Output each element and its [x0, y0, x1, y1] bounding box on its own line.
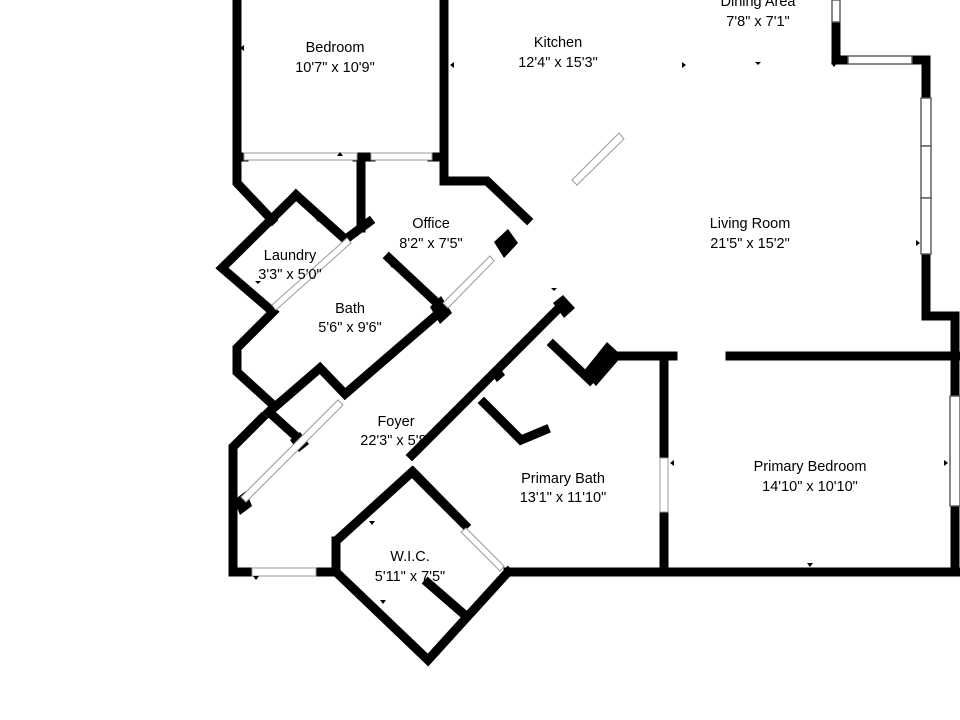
- room-labels: Bedroom 10'7" x 10'9" Kitchen 12'4" x 15…: [258, 0, 866, 585]
- room-dimensions: 7'8" x 7'1": [726, 14, 789, 30]
- marker: [380, 600, 386, 604]
- column-closet: [583, 342, 622, 386]
- wall-bedroom-east: [439, 0, 534, 226]
- wall-bath-north: [343, 215, 376, 243]
- marker: [253, 576, 259, 580]
- marker: [944, 460, 948, 466]
- marker: [831, 63, 837, 67]
- door-laundry-bath: [271, 237, 352, 311]
- room-dimensions: 13'1" x 11'10": [520, 490, 607, 506]
- marker: [916, 240, 920, 246]
- wall-bath-east-top: [382, 251, 444, 310]
- door-office-north: [370, 152, 433, 161]
- room-dimensions: 5'11" x 7'5": [375, 569, 445, 585]
- wall-dining-bay: [831, 17, 853, 65]
- column-office: [494, 229, 518, 258]
- room-name: Office: [412, 216, 450, 232]
- room-name: Living Room: [710, 216, 791, 232]
- wall-bedroom-west: [232, 0, 279, 227]
- room-dining-area: Dining Area 7'8" x 7'1": [721, 0, 797, 30]
- marker: [255, 281, 261, 284]
- marker: [440, 45, 444, 51]
- wall-laundry: [215, 188, 303, 409]
- wall-foyer-north-stub: [262, 405, 307, 447]
- walls: [215, 0, 960, 667]
- structural-blocks: [234, 229, 622, 515]
- room-name: Dining Area: [721, 0, 797, 10]
- marker: [682, 62, 686, 68]
- room-foyer: Foyer 22'3" x 5'8": [360, 414, 431, 449]
- marker: [369, 521, 375, 525]
- wall-laundry-top: [289, 188, 353, 247]
- marker: [315, 218, 321, 222]
- windows: [831, 0, 960, 507]
- marker: [831, 352, 837, 356]
- dimension-markers: [240, 45, 948, 604]
- room-name: Bedroom: [306, 40, 365, 56]
- marker: [670, 460, 674, 466]
- marker: [807, 356, 813, 360]
- door-office-living: [442, 255, 495, 309]
- room-name: Bath: [335, 301, 365, 317]
- column-foyer: [553, 295, 575, 318]
- room-dimensions: 14'10" x 10'10": [762, 479, 858, 495]
- room-name: Laundry: [264, 248, 317, 264]
- door-wic: [460, 527, 505, 572]
- wall-primary-bath-inner: [477, 396, 551, 446]
- wall-primary-bath-north: [546, 338, 597, 387]
- marker: [337, 152, 343, 156]
- door-front: [251, 567, 317, 577]
- wall-foyer-north: [262, 305, 447, 419]
- room-living-room: Living Room 21'5" x 15'2": [710, 216, 791, 252]
- marker: [389, 264, 395, 268]
- room-bath: Bath 5'6" x 9'6": [318, 301, 381, 336]
- marker: [240, 45, 244, 51]
- room-office: Office 8'2" x 7'5": [399, 216, 462, 252]
- room-dimensions: 22'3" x 5'8": [360, 433, 431, 449]
- room-laundry: Laundry 3'3" x 5'0": [258, 248, 321, 283]
- door-bedroom-south: [243, 152, 358, 161]
- room-kitchen: Kitchen 12'4" x 15'3": [518, 35, 598, 71]
- window-dining-bay: [847, 55, 913, 65]
- window-living-east-3: [920, 197, 932, 255]
- marker: [807, 563, 813, 567]
- wall-wic-interior: [421, 576, 473, 623]
- room-dimensions: 12'4" x 15'3": [518, 55, 598, 71]
- room-primary-bath: Primary Bath 13'1" x 11'10": [520, 471, 607, 506]
- window-living-east-1: [920, 97, 932, 147]
- marker: [551, 288, 557, 291]
- door-primary-bath-east: [659, 457, 669, 513]
- window-living-east-2: [920, 145, 932, 199]
- openings: [240, 132, 669, 577]
- room-name: Primary Bedroom: [754, 459, 867, 475]
- column-foyer-small: [489, 364, 505, 382]
- room-name: W.I.C.: [390, 549, 429, 565]
- door-foyer-laundry: [240, 399, 344, 503]
- window-dining-top: [831, 0, 841, 23]
- window-primary-bedroom-east: [949, 395, 960, 507]
- room-bedroom: Bedroom 10'7" x 10'9": [295, 40, 375, 76]
- room-name: Foyer: [377, 414, 414, 430]
- marker: [755, 62, 761, 65]
- marker: [450, 62, 454, 68]
- room-wic: W.I.C. 5'11" x 7'5": [375, 549, 445, 585]
- room-dimensions: 5'6" x 9'6": [318, 320, 381, 336]
- room-dimensions: 8'2" x 7'5": [399, 236, 462, 252]
- room-dimensions: 21'5" x 15'2": [710, 236, 790, 252]
- room-name: Kitchen: [534, 35, 582, 51]
- wall-foyer-west: [228, 411, 269, 577]
- kitchen-island: [571, 132, 625, 186]
- room-dimensions: 10'7" x 10'9": [295, 60, 375, 76]
- column-bath: [430, 296, 452, 324]
- room-primary-bedroom: Primary Bedroom 14'10" x 10'10": [754, 459, 867, 495]
- room-dimensions: 3'3" x 5'0": [258, 267, 321, 283]
- room-name: Primary Bath: [521, 471, 605, 487]
- wall-primary-bath-diagonal: [405, 298, 569, 462]
